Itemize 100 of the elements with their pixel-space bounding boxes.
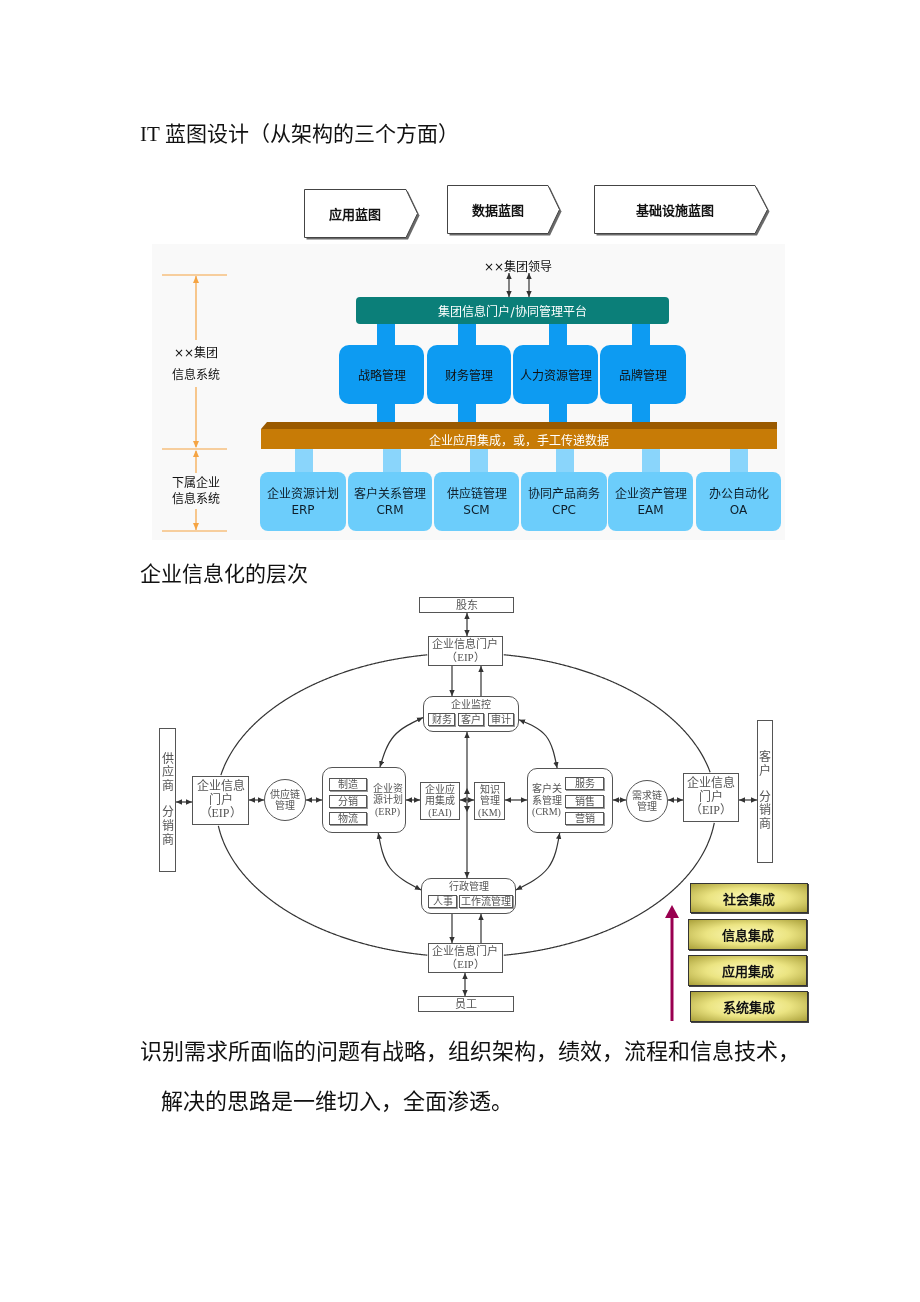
curved-line bbox=[217, 825, 428, 956]
curved-double-arrow bbox=[379, 717, 424, 768]
box-label: 基础设施蓝图 bbox=[635, 202, 714, 219]
box-label: 企业应用集成，或，手工传递数据 bbox=[429, 432, 609, 448]
box-label: 分销商 bbox=[161, 806, 174, 848]
rounded-box bbox=[421, 878, 516, 914]
system-box bbox=[434, 472, 519, 531]
box-label: 系统集成 bbox=[723, 999, 775, 1016]
chevron-box bbox=[304, 189, 420, 240]
box-label: 数据蓝图 bbox=[471, 202, 524, 219]
box-label: 销售 bbox=[574, 796, 595, 807]
double-arrow bbox=[612, 797, 627, 803]
curved-line bbox=[503, 654, 711, 773]
box-label: 协同产品商务 bbox=[528, 485, 600, 502]
box-label: 人力资源管理 bbox=[519, 368, 592, 383]
double-arrow bbox=[464, 731, 470, 879]
stem-connector bbox=[549, 404, 567, 422]
box-label: 客户关系管理(CRM) bbox=[530, 783, 563, 818]
curved-double-arrow bbox=[515, 832, 562, 891]
system-box bbox=[260, 472, 346, 531]
box-label: 员工 bbox=[455, 997, 477, 1011]
system-box bbox=[696, 472, 781, 531]
stem-connector bbox=[730, 449, 748, 472]
box-label: CRM bbox=[376, 501, 404, 518]
curved-line bbox=[220, 654, 428, 776]
box-label: 企业信息门户（EIP） bbox=[431, 945, 500, 971]
box-label: 财务管理 bbox=[445, 368, 493, 383]
arrow bbox=[449, 913, 455, 944]
integration-bar bbox=[261, 422, 777, 449]
rounded-box bbox=[527, 768, 613, 833]
double-arrow bbox=[248, 797, 265, 803]
box-label: 行政管理 bbox=[448, 881, 489, 893]
box-label: 股东 bbox=[455, 598, 478, 612]
process-box bbox=[419, 597, 514, 613]
box-label: 供应链管理 bbox=[269, 788, 301, 812]
double-arrow bbox=[526, 272, 532, 298]
box-label: CPC bbox=[552, 501, 576, 518]
box-label: 企业资产管理 bbox=[614, 485, 687, 502]
stem-connector bbox=[458, 324, 476, 345]
stem-connector bbox=[377, 324, 395, 345]
chevron-box bbox=[447, 185, 562, 236]
module-box bbox=[427, 345, 511, 404]
box-label: 制造 bbox=[338, 779, 358, 790]
level-box bbox=[688, 919, 807, 950]
dimension-label: ××集团信息系统 bbox=[171, 345, 221, 384]
box-label: 分销商 bbox=[759, 790, 771, 832]
double-arrow bbox=[462, 972, 468, 997]
sub-box bbox=[565, 812, 604, 825]
box-label: 企业信息门户（EIP） bbox=[431, 638, 500, 664]
paragraph: 识别需求所面临的问题有战略，组织架构，绩效，流程和信息技术，解决的思路是一维切入，全面渗透。 bbox=[140, 1038, 801, 1116]
arrow bbox=[449, 665, 455, 697]
dimension-label: 下属企业信息系统 bbox=[171, 476, 221, 507]
stem-connector bbox=[295, 449, 313, 472]
box-label: 信息集成 bbox=[721, 927, 774, 944]
curved-double-arrow bbox=[376, 832, 422, 891]
box-label: 工作流管理 bbox=[461, 896, 511, 907]
system-box bbox=[348, 472, 432, 531]
level-box bbox=[688, 955, 807, 986]
system-box bbox=[521, 472, 607, 531]
box-label: 企业资源计划 bbox=[267, 485, 339, 502]
double-arrow bbox=[305, 797, 323, 803]
curved-line bbox=[503, 822, 715, 956]
arrow bbox=[478, 665, 484, 697]
box-label: 企业资源计划(ERP) bbox=[371, 782, 404, 818]
box-label: 服务 bbox=[574, 778, 595, 789]
box-label: ERP bbox=[291, 501, 315, 518]
box-label: 品牌管理 bbox=[619, 368, 667, 383]
section-heading: 企业信息化的层次 bbox=[140, 561, 308, 587]
sub-box bbox=[565, 777, 604, 790]
stem-connector bbox=[632, 324, 650, 345]
stem-connector bbox=[549, 324, 567, 345]
vertical-box bbox=[757, 720, 773, 863]
box-label: 财务 bbox=[431, 714, 452, 725]
box-label: 分销 bbox=[338, 796, 358, 807]
sub-box bbox=[329, 778, 367, 791]
sub-box bbox=[329, 795, 367, 808]
stem-connector bbox=[458, 404, 476, 422]
box-label: 客户关系管理 bbox=[354, 485, 426, 502]
heading: IT 蓝图设计（从架构的三个方面） bbox=[140, 122, 459, 147]
double-arrow bbox=[405, 797, 421, 803]
double-arrow bbox=[504, 797, 528, 803]
curved-double-arrow bbox=[518, 719, 559, 769]
stem-connector bbox=[632, 404, 650, 422]
box-label: OA bbox=[729, 501, 748, 518]
box-label: 战略管理 bbox=[357, 368, 406, 383]
box-label: 营销 bbox=[574, 813, 595, 824]
box-label: SCM bbox=[463, 501, 490, 518]
box-label: 知识管理(KM) bbox=[477, 783, 502, 819]
box-label: 需求链管理 bbox=[631, 789, 663, 813]
box-label: 企业信息门户（EIP） bbox=[195, 779, 246, 822]
box-label: 企业应用集成(EAI) bbox=[424, 783, 456, 819]
double-arrow bbox=[459, 797, 475, 803]
process-circle bbox=[626, 780, 668, 822]
box-label: 应用集成 bbox=[721, 963, 774, 980]
double-arrow bbox=[506, 272, 512, 298]
process-box bbox=[418, 996, 514, 1012]
box-label: 企业信息门户（EIP） bbox=[686, 776, 736, 819]
sub-box bbox=[329, 812, 367, 825]
level-box bbox=[690, 883, 808, 913]
box-label: 供应商 bbox=[161, 752, 174, 794]
